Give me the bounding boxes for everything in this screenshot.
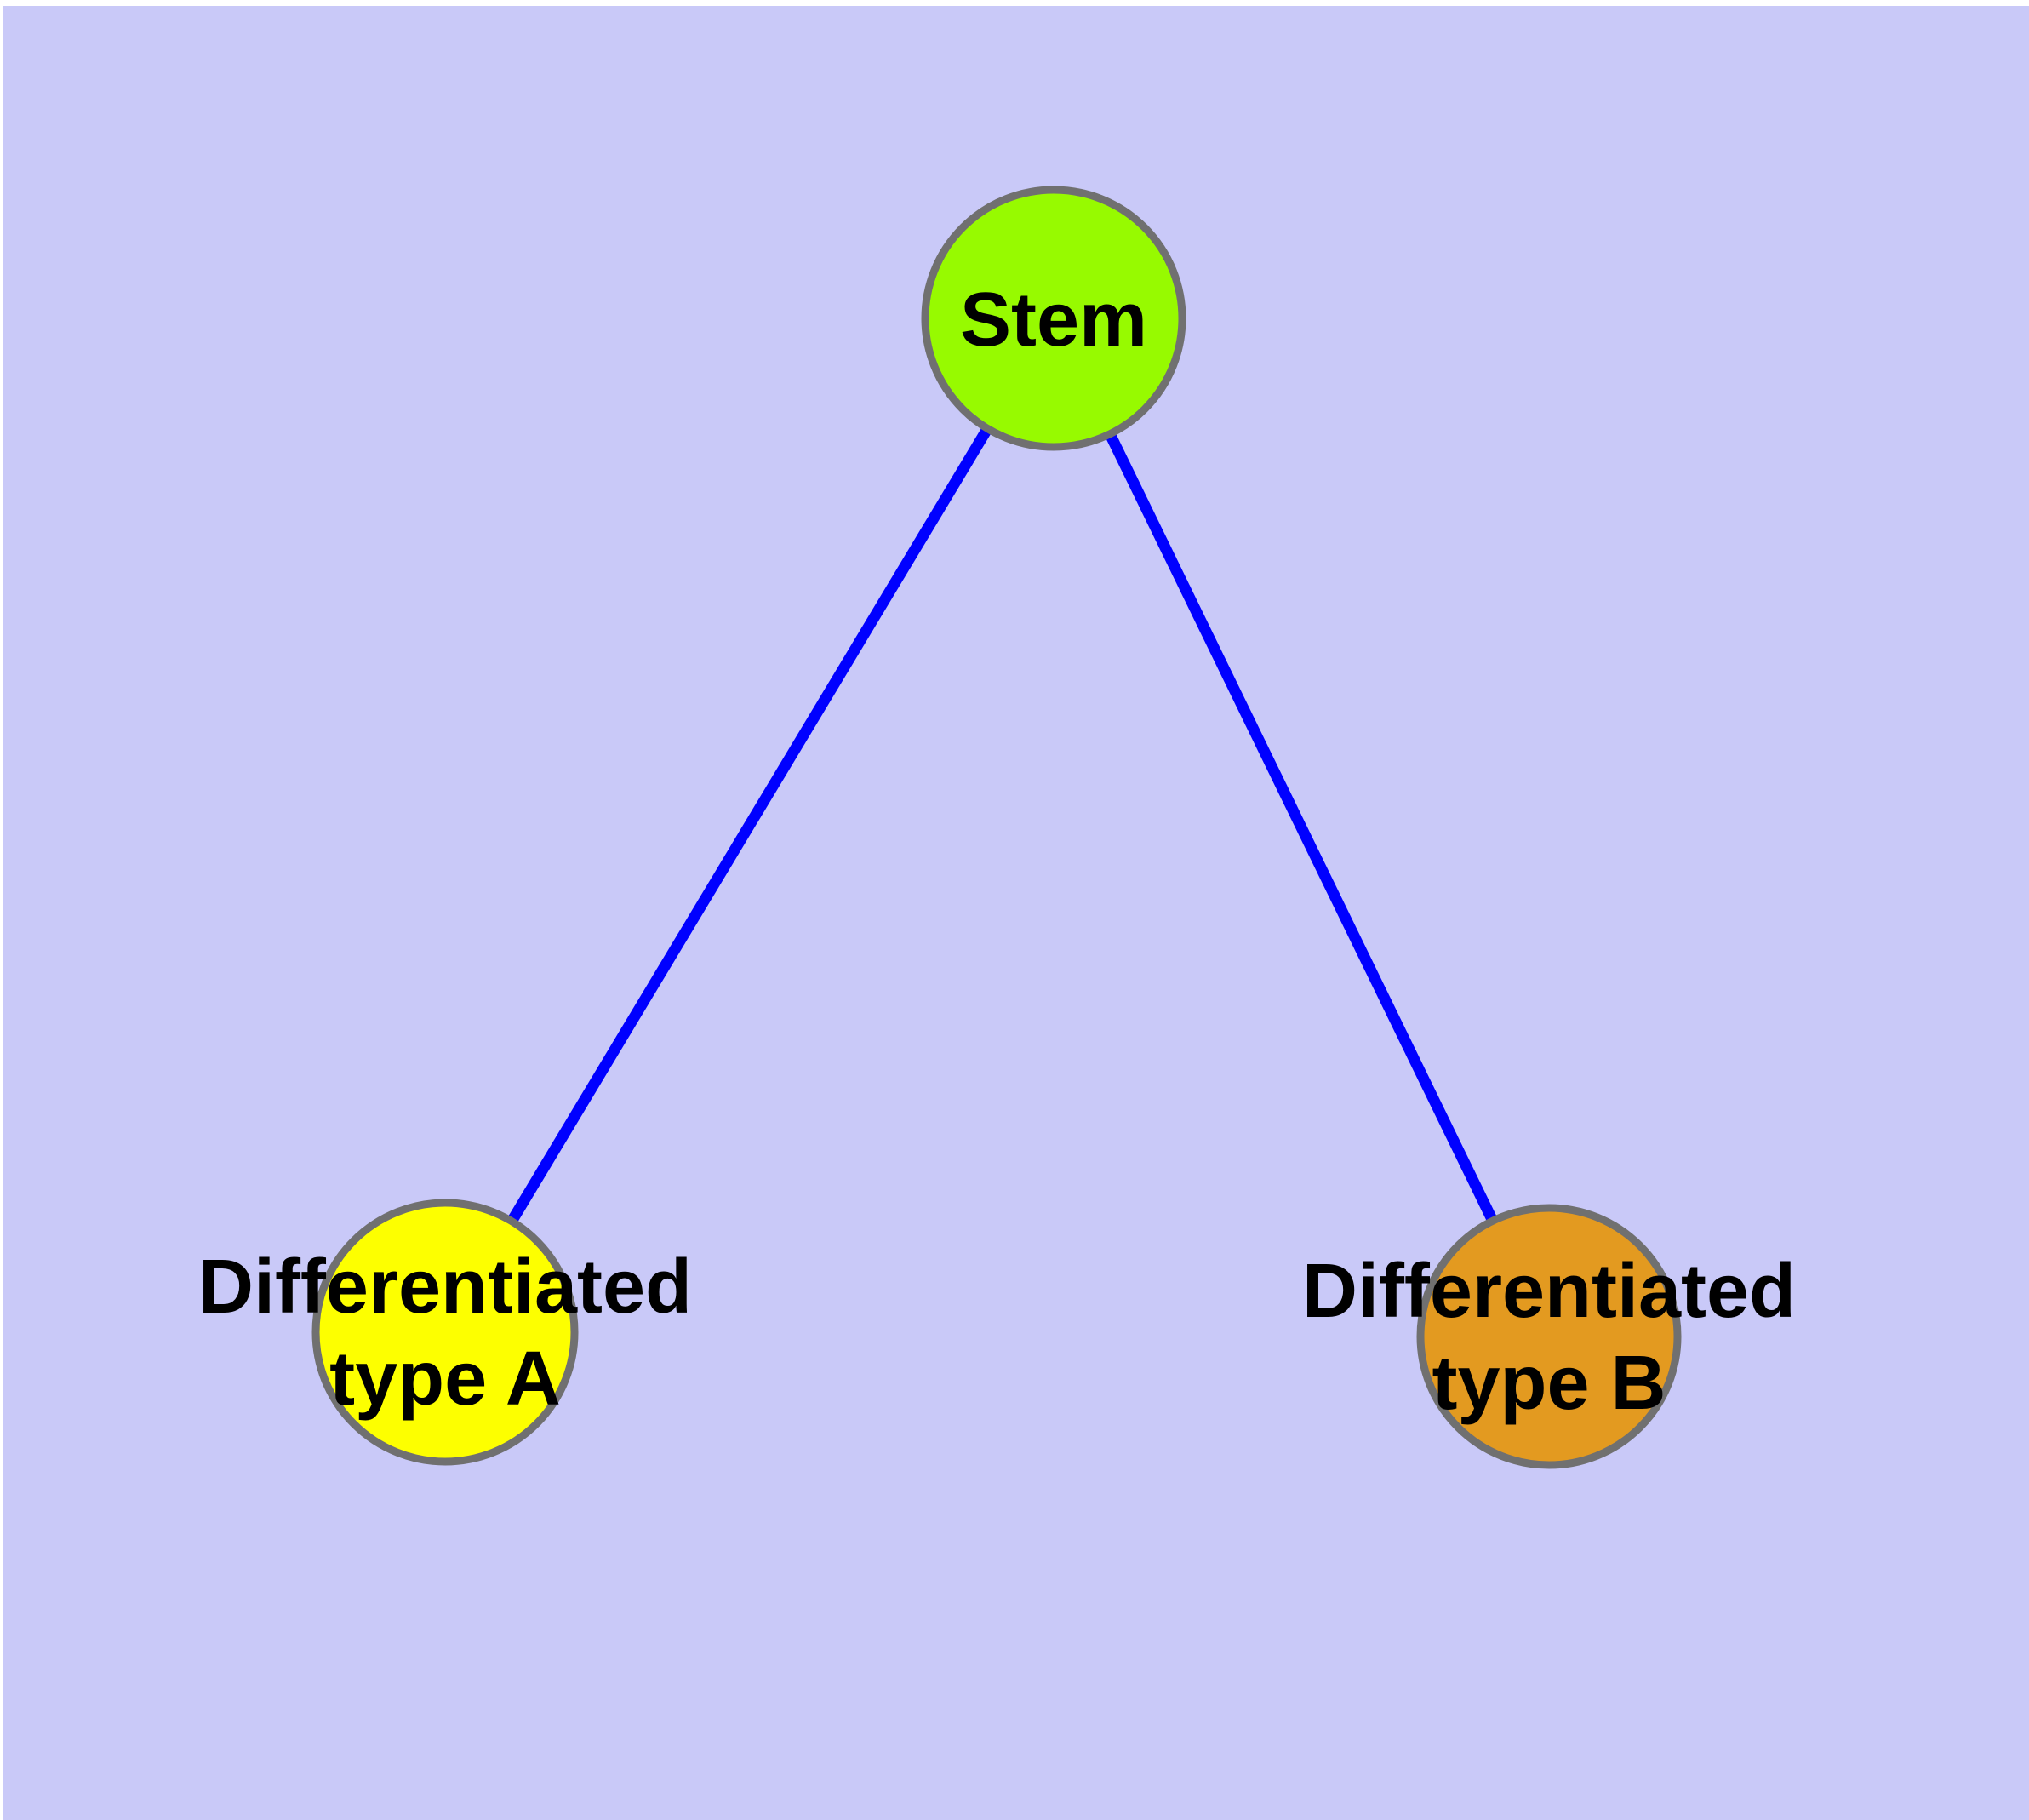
node-type-b-label-line2: type B	[1432, 1341, 1666, 1426]
node-type-a-label-line1: Differentiated	[198, 1245, 692, 1330]
node-type-a-circle	[311, 1199, 579, 1466]
node-stem-circle	[921, 186, 1186, 451]
node-type-b-circle	[1416, 1204, 1682, 1469]
edge-group	[440, 315, 1554, 1339]
node-stem: Stem	[921, 186, 1186, 451]
node-type-b: Differentiated type B	[1302, 1204, 1796, 1469]
node-type-a-label-line2: type A	[329, 1336, 561, 1422]
node-type-a: Differentiated type A	[198, 1199, 692, 1466]
edge-stem-to-type-a	[440, 315, 1059, 1336]
node-stem-label: Stem	[960, 278, 1147, 363]
edge-stem-to-type-b	[1049, 316, 1554, 1339]
node-type-b-label-line1: Differentiated	[1302, 1249, 1796, 1334]
